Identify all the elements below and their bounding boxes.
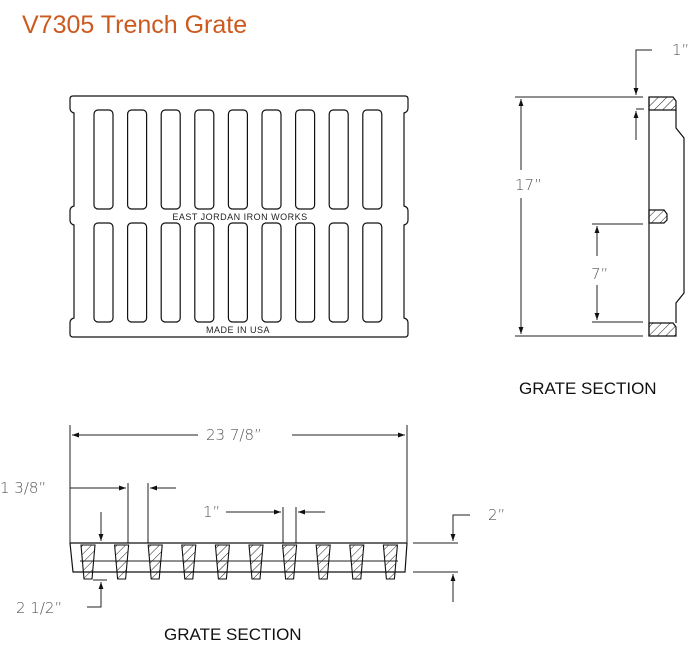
dim-depth: 2” — [488, 506, 505, 524]
plan-view: EAST JORDAN IRON WORKS MADE IN USA — [69, 95, 409, 338]
grate-slot — [194, 222, 215, 323]
grate-slot — [328, 222, 349, 323]
dim-7: 7” — [591, 265, 608, 283]
grate-slot — [160, 222, 181, 323]
dimension-leader-1 — [633, 49, 652, 95]
dim-pitch: 1 3/8” — [0, 479, 46, 497]
grate-slot — [227, 109, 248, 210]
grate-slot — [261, 109, 282, 210]
bearing-bar-hatch — [382, 544, 399, 580]
bearing-bar-hatch — [181, 544, 197, 580]
bearing-bar-hatch — [315, 544, 331, 580]
frame-outline — [69, 542, 408, 573]
bearing-bar-hatch — [349, 544, 365, 580]
bottom-section: 23 7/8” 1 3/8” 1” 2” 2 1/2” GRATE SECTIO… — [0, 425, 505, 644]
bearing-bar-hatch — [248, 544, 264, 580]
bearing-bar-hatch — [147, 544, 163, 580]
grate-slot — [160, 109, 181, 210]
grate-slot — [362, 109, 383, 210]
bar-group — [80, 544, 399, 580]
section-label-side: GRATE SECTION — [519, 379, 657, 398]
casting-text-bottom: MADE IN USA — [206, 325, 270, 335]
casting-text-top: EAST JORDAN IRON WORKS — [172, 212, 307, 222]
grate-slot — [227, 222, 248, 323]
top-flange-hatch — [648, 96, 677, 111]
dimension-leader-overall-depth — [87, 582, 104, 608]
bearing-bar-hatch — [281, 544, 298, 580]
grate-slot — [261, 222, 282, 323]
grate-slot — [93, 222, 114, 323]
dim-length: 23 7/8” — [206, 426, 262, 444]
bearing-bar-hatch — [214, 544, 231, 580]
grate-slot — [126, 109, 148, 210]
grate-slot — [295, 222, 316, 323]
grate-slot — [194, 109, 215, 210]
dim-17: 17” — [515, 176, 542, 194]
dim-overall-depth: 2 1/2” — [16, 599, 62, 617]
section-label-bottom: GRATE SECTION — [164, 625, 302, 644]
rib-hatch — [648, 209, 668, 224]
section-profile — [675, 110, 685, 323]
bearing-bar-hatch — [113, 544, 130, 580]
dim-opening: 1” — [203, 503, 220, 521]
grate-slot — [328, 109, 349, 210]
dim-1: 1” — [672, 41, 689, 59]
grate-outline — [69, 95, 409, 338]
side-section: 17” 7” 1” GRATE SECTION — [515, 41, 689, 398]
page-title: V7305 Trench Grate — [22, 11, 247, 39]
bottom-flange-hatch — [648, 322, 677, 337]
bearing-bar-hatch — [80, 544, 96, 580]
dimension-leader-depth — [450, 514, 470, 541]
grate-slot — [362, 222, 383, 323]
grate-slot — [93, 109, 114, 210]
grate-slot — [126, 222, 148, 323]
grate-slot — [295, 109, 316, 210]
slot-group — [93, 109, 383, 323]
